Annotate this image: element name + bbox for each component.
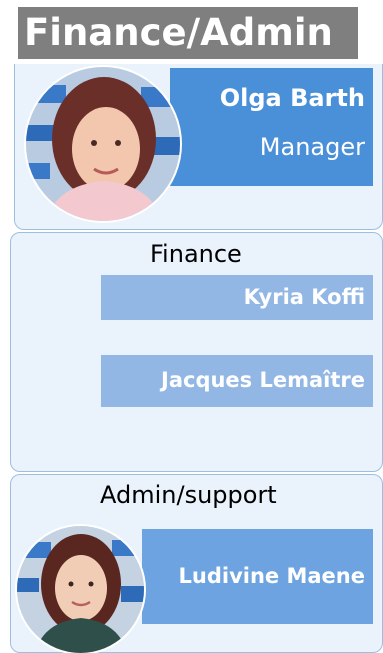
person-photo-icon <box>26 67 180 221</box>
member-name-kyria: Kyria Koffi <box>243 285 365 309</box>
finance-panel <box>10 232 383 472</box>
manager-avatar <box>26 67 180 221</box>
admin-section-title: Admin/support <box>100 481 277 509</box>
member-card-ludivine <box>142 529 373 624</box>
manager-role: Manager <box>259 133 365 161</box>
header-bar <box>18 7 358 59</box>
member-card-jacques <box>101 355 373 407</box>
manager-name: Olga Barth <box>219 84 365 112</box>
member-card-kyria <box>101 275 373 320</box>
person-photo-icon <box>17 526 144 653</box>
finance-section-title: Finance <box>150 240 242 268</box>
member-name-ludivine: Ludivine Maene <box>178 564 365 588</box>
member-avatar-ludivine <box>17 526 144 653</box>
member-name-jacques: Jacques Lemaître <box>161 368 365 392</box>
page-title: Finance/Admin <box>24 11 333 54</box>
manager-card <box>170 68 373 186</box>
